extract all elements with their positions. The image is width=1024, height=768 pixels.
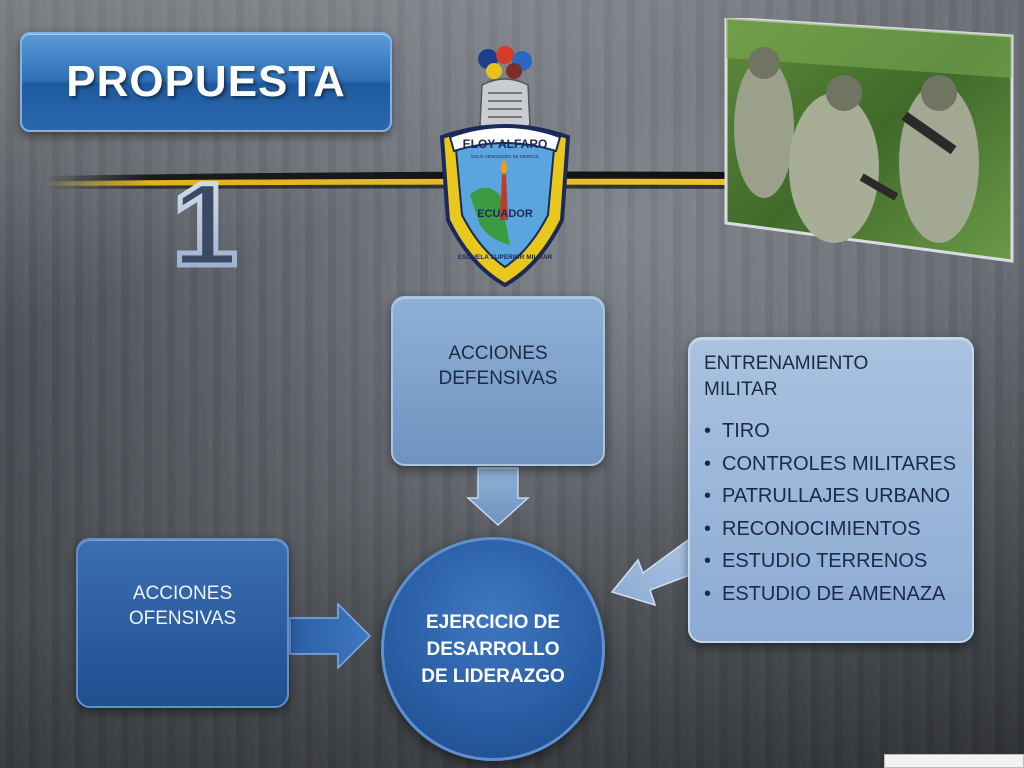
training-list: •TIRO •CONTROLES MILITARES •PATRULLAJES … bbox=[704, 415, 962, 610]
bullet-icon: • bbox=[704, 582, 712, 605]
slide-number: 1 bbox=[170, 160, 240, 280]
list-item: •CONTROLES MILITARES bbox=[704, 448, 962, 481]
bullet-icon: • bbox=[704, 485, 712, 507]
emblem-motto: SOLO VENCIENDO SE MERECE bbox=[471, 154, 539, 159]
bullet-icon: • bbox=[704, 517, 712, 540]
military-training-heading: ENTRENAMIENTO MILITAR bbox=[704, 353, 869, 400]
emblem-country: ECUADOR bbox=[477, 208, 533, 220]
arrow-defensive-to-center bbox=[466, 467, 530, 527]
bullet-icon: • bbox=[704, 550, 712, 572]
list-item: •ESTUDIO TERRENOS bbox=[704, 545, 962, 578]
slide-number-text: 1 bbox=[172, 160, 238, 280]
emblem-ribbon-text: ELOY ALFARO bbox=[463, 137, 548, 151]
list-item: •RECONOCIMIENTOS bbox=[704, 513, 962, 546]
list-item: •TIRO bbox=[704, 415, 962, 448]
arrow-offensive-to-center bbox=[289, 602, 372, 670]
leadership-exercise-circle: EJERCICIO DE DESARROLLO DE LIDERAZGO bbox=[381, 537, 605, 761]
military-training-box: ENTRENAMIENTO MILITAR •TIRO •CONTROLES M… bbox=[688, 337, 974, 643]
arrow-training-to-center bbox=[610, 539, 691, 607]
emblem-arc-text: ESCUELA SUPERIOR MILITAR bbox=[458, 254, 553, 261]
defensive-actions-box: ACCIONES DEFENSIVAS bbox=[391, 296, 605, 466]
title-banner: PROPUESTA bbox=[20, 32, 392, 132]
defensive-actions-label: ACCIONES DEFENSIVAS bbox=[438, 343, 558, 389]
slide-thumbnail bbox=[884, 754, 1024, 768]
gold-stripe bbox=[45, 171, 745, 189]
bullet-icon: • bbox=[704, 420, 712, 442]
soldiers-photo bbox=[724, 18, 1014, 263]
offensive-actions-box: ACCIONES OFENSIVAS bbox=[76, 538, 289, 708]
leadership-exercise-label: EJERCICIO DE DESARROLLO DE LIDERAZGO bbox=[421, 611, 565, 687]
school-emblem: ELOY ALFARO SOLO VENCIENDO SE MERECE ECU… bbox=[439, 46, 571, 288]
list-item: •ESTUDIO DE AMENAZA bbox=[704, 578, 962, 611]
list-item: •PATRULLAJES URBANO bbox=[704, 480, 962, 513]
offensive-actions-label: ACCIONES OFENSIVAS bbox=[128, 583, 237, 629]
slide-title: PROPUESTA bbox=[66, 57, 346, 106]
bullet-icon: • bbox=[704, 452, 712, 475]
